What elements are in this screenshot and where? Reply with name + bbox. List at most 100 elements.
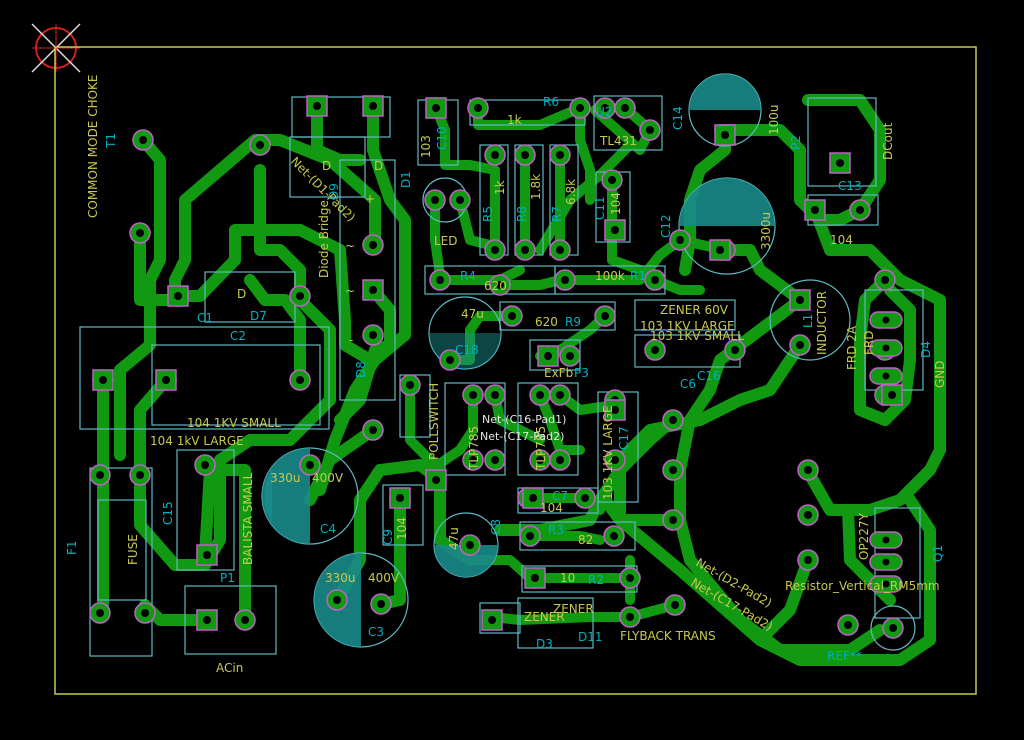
pad-drill bbox=[804, 556, 812, 564]
pad-drill bbox=[621, 104, 629, 112]
pad-drill bbox=[369, 241, 377, 249]
pad-drill bbox=[296, 292, 304, 300]
pad-drill bbox=[432, 104, 440, 112]
label-r9-val: 620 bbox=[535, 315, 558, 329]
cap-c8 bbox=[434, 545, 498, 577]
cap-c14 bbox=[688, 73, 762, 147]
label-r2-val: 10 bbox=[560, 571, 575, 585]
label-tlp785-b: TLP785 bbox=[534, 426, 548, 471]
pad-drill bbox=[651, 346, 659, 354]
pad-drill bbox=[669, 416, 677, 424]
label-r6: R6 bbox=[543, 95, 559, 109]
label-c12: C12 bbox=[659, 214, 673, 238]
label-q1: Q1 bbox=[931, 545, 945, 562]
pad-drill bbox=[369, 426, 377, 434]
pad-drill bbox=[796, 341, 804, 349]
label-c18-val: 47u bbox=[461, 307, 484, 321]
pad-drill bbox=[99, 376, 107, 384]
pad-drill bbox=[882, 536, 890, 544]
label-zener-60v: ZENER 60V bbox=[660, 303, 729, 317]
label-c18: C18 bbox=[455, 343, 479, 357]
label-dcout: DCout bbox=[881, 122, 895, 160]
pad-drill bbox=[611, 226, 619, 234]
label-plus: + bbox=[365, 192, 375, 206]
label-r8: R8 bbox=[515, 206, 529, 222]
label-d8: D8 bbox=[354, 361, 368, 378]
label-c104-1kv-large: 104 1kV LARGE bbox=[150, 434, 244, 448]
pad-drill bbox=[881, 276, 889, 284]
label-c13: C13 bbox=[838, 179, 862, 193]
pad-drill bbox=[536, 391, 544, 399]
label-d9: D9 bbox=[327, 183, 341, 200]
pad-drill bbox=[474, 104, 482, 112]
label-zener-b: ZENER bbox=[553, 602, 594, 616]
label-c103: 103 bbox=[419, 135, 433, 158]
label-flyback-trans: FLYBACK TRANS bbox=[620, 629, 716, 643]
label-op227y: OP227Y bbox=[857, 512, 871, 560]
label-d-c: D bbox=[237, 287, 246, 301]
label-c3: C3 bbox=[368, 625, 384, 639]
pad-drill bbox=[296, 376, 304, 384]
label-c104-1kv-small: 104 1KV SMALL bbox=[187, 416, 281, 430]
label-d7: D7 bbox=[250, 309, 267, 323]
pad-drill bbox=[556, 151, 564, 159]
silkscreen-text: COMMON MODE CHOKE T1 Net-(D1-Pad2) Diode… bbox=[65, 74, 947, 675]
pad-drill bbox=[581, 494, 589, 502]
pad-drill bbox=[610, 532, 618, 540]
pad-drill bbox=[333, 596, 341, 604]
label-tilde-a: ~ bbox=[345, 239, 355, 253]
label-net-c16-pad1: Net-(C16-Pad1) bbox=[482, 413, 566, 426]
pad-drill bbox=[241, 616, 249, 624]
label-r3-val: 82 bbox=[578, 533, 593, 547]
pad-drill bbox=[469, 456, 477, 464]
pad-drill bbox=[836, 159, 844, 167]
label-c11: C11 bbox=[593, 196, 607, 220]
pad-drill bbox=[556, 246, 564, 254]
label-r7-val: 6.8k bbox=[564, 179, 578, 205]
label-c8-val: 47u bbox=[447, 527, 461, 550]
label-frd: FRD bbox=[862, 331, 876, 355]
pad-drill bbox=[496, 281, 504, 289]
pads bbox=[89, 95, 904, 639]
label-d4: D4 bbox=[919, 341, 933, 358]
pad-drill bbox=[141, 609, 149, 617]
pad-drill bbox=[162, 376, 170, 384]
label-r6-val: 1k bbox=[507, 113, 522, 127]
board-edge bbox=[54, 46, 977, 695]
label-p3: P3 bbox=[574, 366, 589, 380]
label-d-a: D bbox=[322, 159, 331, 173]
origin-marker-icon bbox=[31, 23, 81, 73]
label-tilde-b: ~ bbox=[345, 284, 355, 298]
label-zener-a: ZENER bbox=[524, 610, 565, 624]
pad-drill bbox=[608, 176, 616, 184]
pad-drill bbox=[888, 391, 896, 399]
label-l1: L1 bbox=[801, 314, 815, 328]
label-u2: U2 bbox=[596, 105, 612, 119]
pad-drill bbox=[491, 456, 499, 464]
label-gnd: GND bbox=[933, 360, 947, 388]
label-d-b: D bbox=[374, 159, 383, 173]
label-c10: C10 bbox=[435, 126, 449, 150]
pad-drill bbox=[716, 246, 724, 254]
label-c103-1kv-large: 103 1KV LARGE bbox=[640, 319, 735, 333]
pad-drill bbox=[669, 516, 677, 524]
label-c3-val: 330u bbox=[325, 571, 356, 585]
pad-drill bbox=[646, 126, 654, 134]
pad-drill bbox=[306, 461, 314, 469]
label-c12-val: 3300u bbox=[759, 212, 773, 250]
label-r3: R3 bbox=[548, 523, 564, 537]
label-minus: - bbox=[349, 333, 353, 347]
label-fuse: FUSE bbox=[126, 534, 140, 565]
label-led: LED bbox=[434, 234, 458, 248]
label-c103-1kv-small: 103 1KV SMALL bbox=[650, 329, 744, 343]
pad-drill bbox=[313, 102, 321, 110]
label-r7: R7 bbox=[550, 206, 564, 222]
pad-drill bbox=[882, 372, 890, 380]
label-d1: D1 bbox=[399, 171, 413, 188]
label-c11-val: 104 bbox=[609, 192, 623, 215]
label-resistor-vertical: Resistor_Vertical_RM5mm bbox=[785, 579, 940, 593]
pad-drill bbox=[531, 574, 539, 582]
pad-drill bbox=[369, 102, 377, 110]
